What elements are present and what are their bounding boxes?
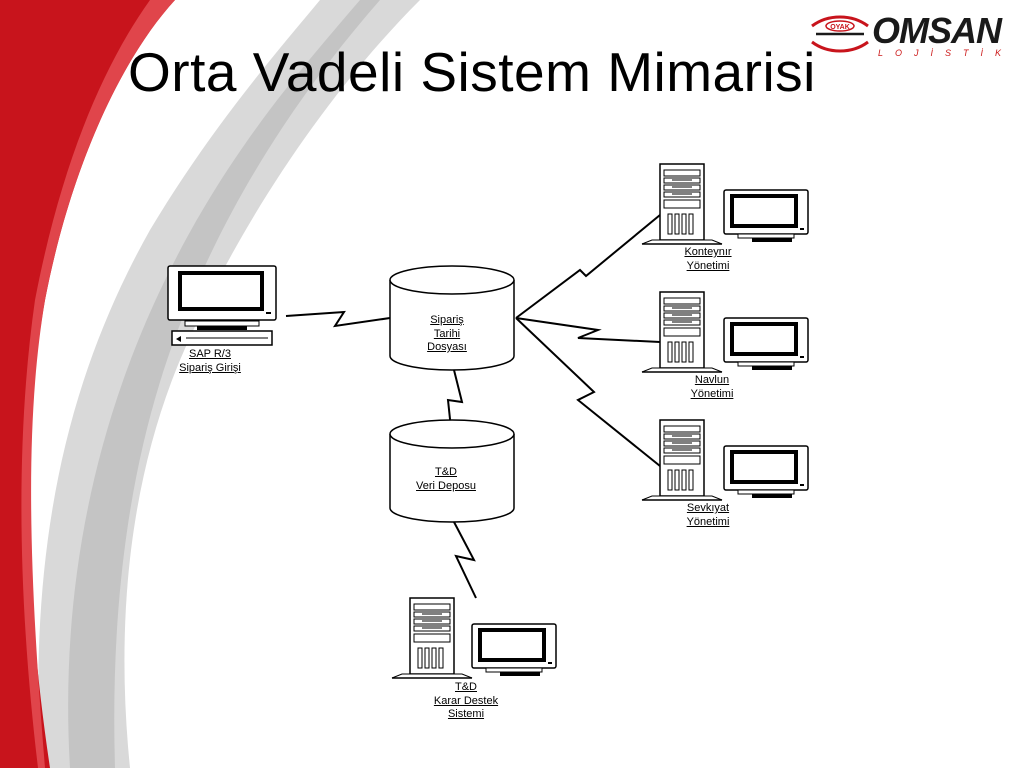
sap-label: SAP R/3 Sipariş Girişi <box>172 348 248 375</box>
freight-workstation <box>641 291 810 373</box>
link-order-shipment <box>515 317 661 467</box>
order-history-database <box>389 265 515 371</box>
shipment-workstation <box>641 419 810 501</box>
sap-label-line2: Sipariş Girişi <box>179 361 241 374</box>
link-order-freight <box>515 317 661 343</box>
dss-label-line1: T&D <box>455 681 477 693</box>
shipment-label-line2: Yönetimi <box>686 515 730 528</box>
sap-label-line1: SAP R/3 <box>189 348 231 360</box>
shipment-label-line1: Sevkıyat <box>686 502 730 514</box>
container-label: Konteynır Yönetimi <box>676 246 740 273</box>
order-db-label-line1: Sipariş <box>430 314 464 326</box>
slide-title: Orta Vadeli Sistem Mimarisi <box>128 41 816 103</box>
container-workstation <box>641 163 810 245</box>
red-swoosh <box>0 0 175 768</box>
td-db-label: T&D Veri Deposu <box>408 466 484 493</box>
red-swoosh-highlight <box>21 0 175 768</box>
freight-label-line2: Yönetimi <box>690 387 734 400</box>
container-label-line2: Yönetimi <box>686 259 730 272</box>
order-db-label-line3: Dosyası <box>427 341 467 353</box>
shipment-label: Sevkıyat Yönetimi <box>676 502 740 529</box>
logo-brand: OMSAN <box>872 10 1002 51</box>
logo-subtitle: LOJİSTİK <box>878 48 1014 58</box>
td-data-warehouse <box>389 419 515 523</box>
container-label-line1: Konteynır <box>684 246 732 258</box>
logo-badge: OYAK <box>830 24 850 31</box>
order-db-label: Sipariş Tarihi Dosyası <box>418 314 476 355</box>
link-order-container <box>515 214 661 319</box>
link-sap-order <box>285 310 391 328</box>
sap-terminal <box>167 265 277 346</box>
freight-label: Navlun Yönetimi <box>680 374 744 401</box>
td-db-label-line1: T&D <box>435 466 457 478</box>
gray-swoosh-inner <box>68 0 380 768</box>
dss-workstation <box>391 597 558 679</box>
link-order-td <box>446 369 464 439</box>
order-db-label-line2: Tarihi <box>433 327 461 340</box>
dss-label: T&D Karar Destek Sistemi <box>426 681 506 722</box>
freight-label-line1: Navlun <box>694 374 730 386</box>
dss-label-line3: Sistemi <box>447 708 485 720</box>
td-db-label-line2: Veri Deposu <box>416 479 476 492</box>
dss-label-line2: Karar Destek <box>433 694 499 707</box>
link-td-dss <box>453 521 477 599</box>
logo-emblem-icon: OYAK <box>811 15 869 53</box>
company-logo: OYAK OMSAN LOJİSTİK <box>808 8 1018 60</box>
